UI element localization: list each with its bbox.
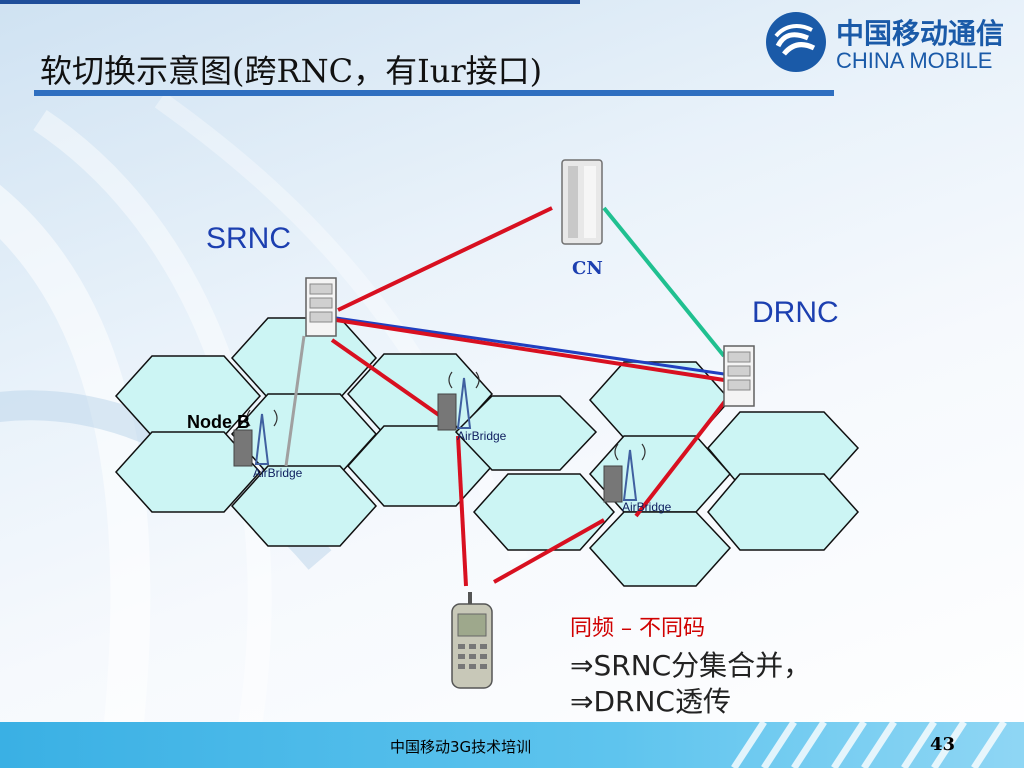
cell	[472, 473, 616, 551]
china-mobile-emblem-icon	[766, 12, 826, 72]
mobile-phone-icon	[451, 592, 493, 689]
logo-chinese-text: 中国移动通信	[836, 17, 1005, 50]
footer-bar: 中国移动3G技术培训 43	[0, 722, 1024, 768]
airbridge-label: AirBridge	[457, 429, 507, 443]
link-iur-red	[309, 314, 725, 382]
logo-english-text: CHINA MOBILE	[836, 48, 993, 73]
cell	[454, 395, 598, 471]
airbridge-label: AirBridge	[622, 500, 672, 514]
cn-server-icon	[561, 159, 603, 245]
link-drnc-nodeb3	[634, 398, 728, 518]
note-srnc-combining: ⇒SRNC分集合并，	[570, 649, 812, 682]
cell	[707, 473, 860, 551]
note-same-frequency: 同频 – 不同码	[570, 616, 705, 641]
cn-label: CN	[572, 258, 603, 279]
links	[284, 206, 728, 587]
cell	[588, 361, 732, 439]
footer-stripes	[731, 722, 1007, 768]
nodeb-label: Node B	[187, 412, 250, 432]
title-underline	[34, 90, 834, 96]
slide-title: 软切换示意图(跨RNC，有Iur接口)	[40, 52, 543, 90]
drnc-label: DRNC	[752, 296, 839, 329]
top-rule	[0, 0, 580, 4]
note-drnc-transparent: ⇒DRNC透传	[570, 685, 731, 718]
link-srnc-cn	[337, 206, 553, 312]
cell	[114, 431, 262, 513]
link-cn-drnc	[602, 206, 726, 358]
drnc-rack-icon	[723, 345, 755, 407]
cell-grid	[114, 317, 860, 587]
link-iur-blue	[335, 316, 725, 376]
nodeb-1-icon	[233, 409, 278, 467]
link-nodeb3-mobile	[493, 518, 605, 584]
footer-title: 中国移动3G技术培训	[390, 738, 532, 756]
srnc-label: SRNC	[206, 222, 292, 255]
link-srnc-nodeb1	[284, 335, 306, 467]
china-mobile-logo: 中国移动通信 CHINA MOBILE	[764, 8, 1014, 78]
airbridge-label: AirBridge	[253, 466, 303, 480]
srnc-rack-icon	[305, 277, 337, 337]
nodeb-3-icon	[603, 443, 646, 503]
page-number: 43	[930, 734, 956, 755]
cell	[588, 511, 732, 587]
link-srnc-nodeb2	[330, 338, 448, 422]
cell	[230, 465, 378, 547]
nodeb-2-icon	[437, 371, 480, 431]
link-nodeb2-mobile	[456, 435, 468, 587]
